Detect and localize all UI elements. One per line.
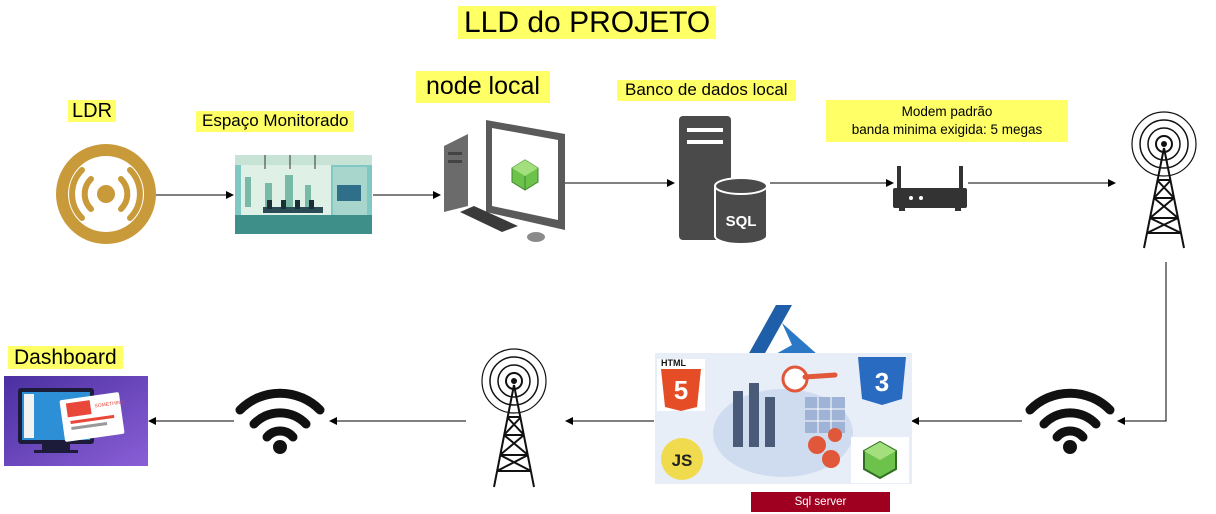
- antenna-tower-icon: [1131, 111, 1197, 249]
- sql-server-badge: Sql server: [751, 492, 890, 512]
- cloud-services-panel: HTML 5 3 JS: [655, 353, 912, 484]
- cloud-services-illustration: HTML 5 3 JS: [657, 357, 909, 483]
- ldr-sensor-icon: [56, 144, 156, 244]
- dashboard-label: Dashboard: [8, 346, 123, 370]
- office-room-image: [235, 155, 372, 234]
- svg-text:SOMETHING: SOMETHING: [94, 399, 125, 409]
- wifi-icon: [235, 388, 325, 454]
- wifi-icon: [1025, 388, 1115, 454]
- modem-label: Modem padrão banda minima exigida: 5 meg…: [826, 100, 1068, 143]
- svg-text:3: 3: [875, 367, 889, 397]
- node-local-label: node local: [416, 71, 550, 103]
- svg-text:SQL: SQL: [726, 213, 757, 230]
- dashboard-image: SOMETHING: [4, 376, 148, 466]
- espaco-monitorado-label: Espaço Monitorado: [196, 111, 355, 132]
- svg-text:HTML: HTML: [661, 358, 686, 368]
- banco-dados-label: Banco de dados local: [617, 80, 796, 101]
- database-server-icon: SQL: [679, 116, 768, 245]
- modem-label-line1: Modem padrão: [901, 104, 993, 119]
- ldr-label: LDR: [68, 100, 117, 122]
- connector-tower-down: [1117, 262, 1167, 425]
- computer-icon: [444, 120, 565, 242]
- antenna-tower-icon: [481, 348, 547, 488]
- azure-logo-icon: [748, 305, 818, 355]
- diagram-title: LLD do PROJETO: [458, 6, 717, 39]
- svg-text:5: 5: [674, 375, 688, 405]
- modem-label-line2: banda minima exigida: 5 megas: [851, 122, 1043, 138]
- router-icon: [893, 166, 967, 211]
- svg-text:JS: JS: [672, 451, 693, 470]
